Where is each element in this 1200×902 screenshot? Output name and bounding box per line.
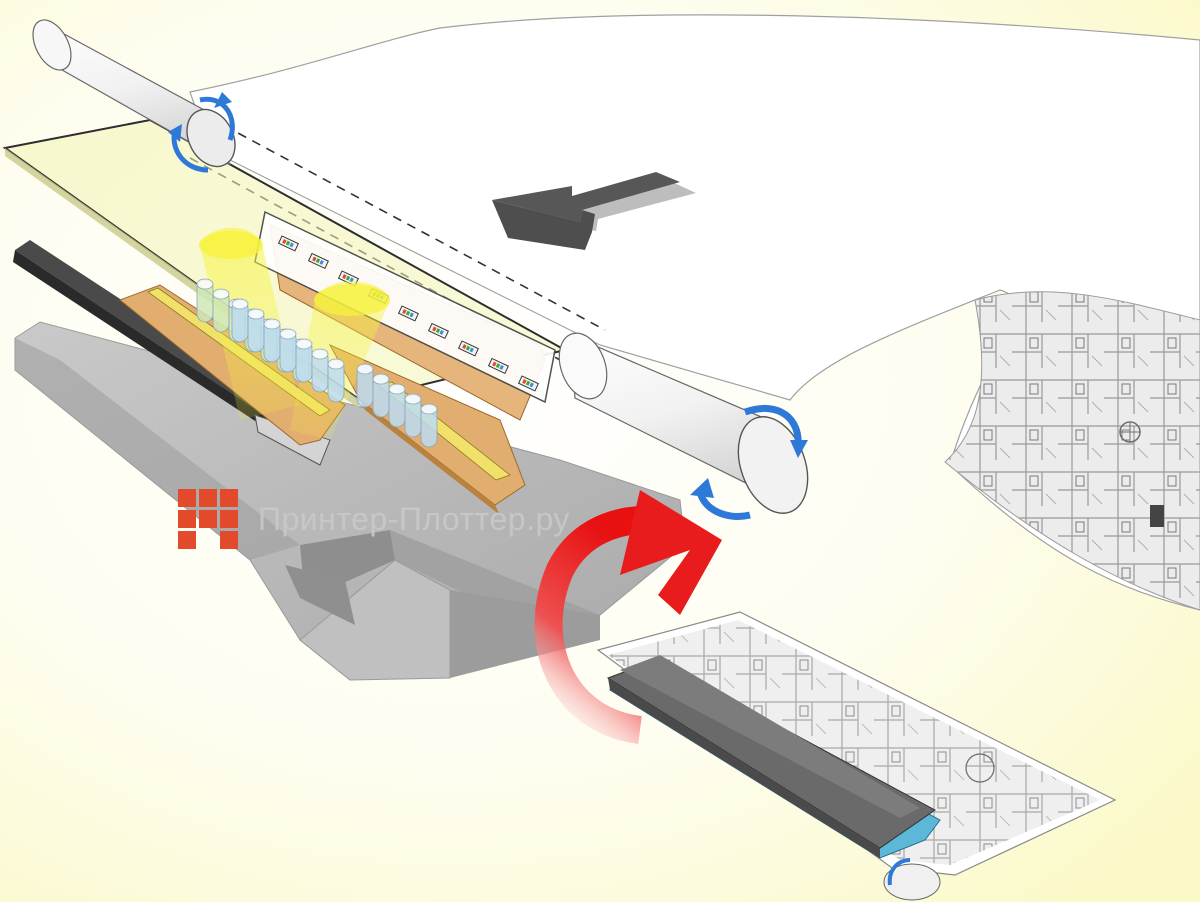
sensor-cell	[277, 235, 299, 252]
lens-cylinder	[356, 363, 374, 408]
scan-module	[606, 655, 941, 901]
sensor-cell	[307, 252, 329, 270]
logo-cell	[199, 531, 217, 549]
watermark: Принтер-Плоттер.ру	[178, 487, 570, 551]
logo-cell	[220, 510, 238, 528]
lens-cylinder	[311, 348, 329, 393]
lens-cylinder	[263, 318, 281, 363]
sensor-cell	[517, 375, 539, 392]
lens-cylinder	[231, 298, 249, 343]
curved-arrow-icon	[534, 490, 722, 744]
rotate-arrow-icon	[199, 96, 235, 141]
grid-logo-icon	[178, 489, 238, 549]
lens-cylinder	[420, 403, 438, 448]
lens-cylinder	[212, 288, 230, 333]
watermark-text: Принтер-Плоттер.ру	[258, 500, 570, 537]
lens-cylinder	[327, 358, 345, 403]
logo-cell	[220, 531, 238, 549]
paper-sheet	[189, 14, 1200, 611]
sensor-cell	[427, 322, 449, 340]
sensor-cell	[397, 305, 419, 322]
arrow-left-icon	[492, 172, 696, 250]
scanned-drawing	[944, 291, 1200, 611]
logo-cell	[178, 489, 196, 507]
logo-cell	[178, 510, 196, 528]
logo-cell	[178, 531, 196, 549]
lens-cylinder	[295, 338, 313, 383]
logo-cell	[199, 489, 217, 507]
logo-cell	[220, 489, 238, 507]
lens-cylinder	[388, 383, 406, 428]
sensor-cell	[487, 357, 509, 375]
lens-array	[196, 278, 438, 448]
lens-cylinder	[196, 278, 214, 323]
top-roller	[32, 19, 236, 173]
lens-cylinder	[247, 308, 265, 353]
lens-cylinder	[404, 393, 422, 438]
sensor-cell	[457, 340, 479, 357]
bottom-roller	[558, 332, 809, 520]
logo-cell	[199, 510, 217, 528]
lens-cylinder	[372, 373, 390, 418]
lens-cylinder	[279, 328, 297, 373]
